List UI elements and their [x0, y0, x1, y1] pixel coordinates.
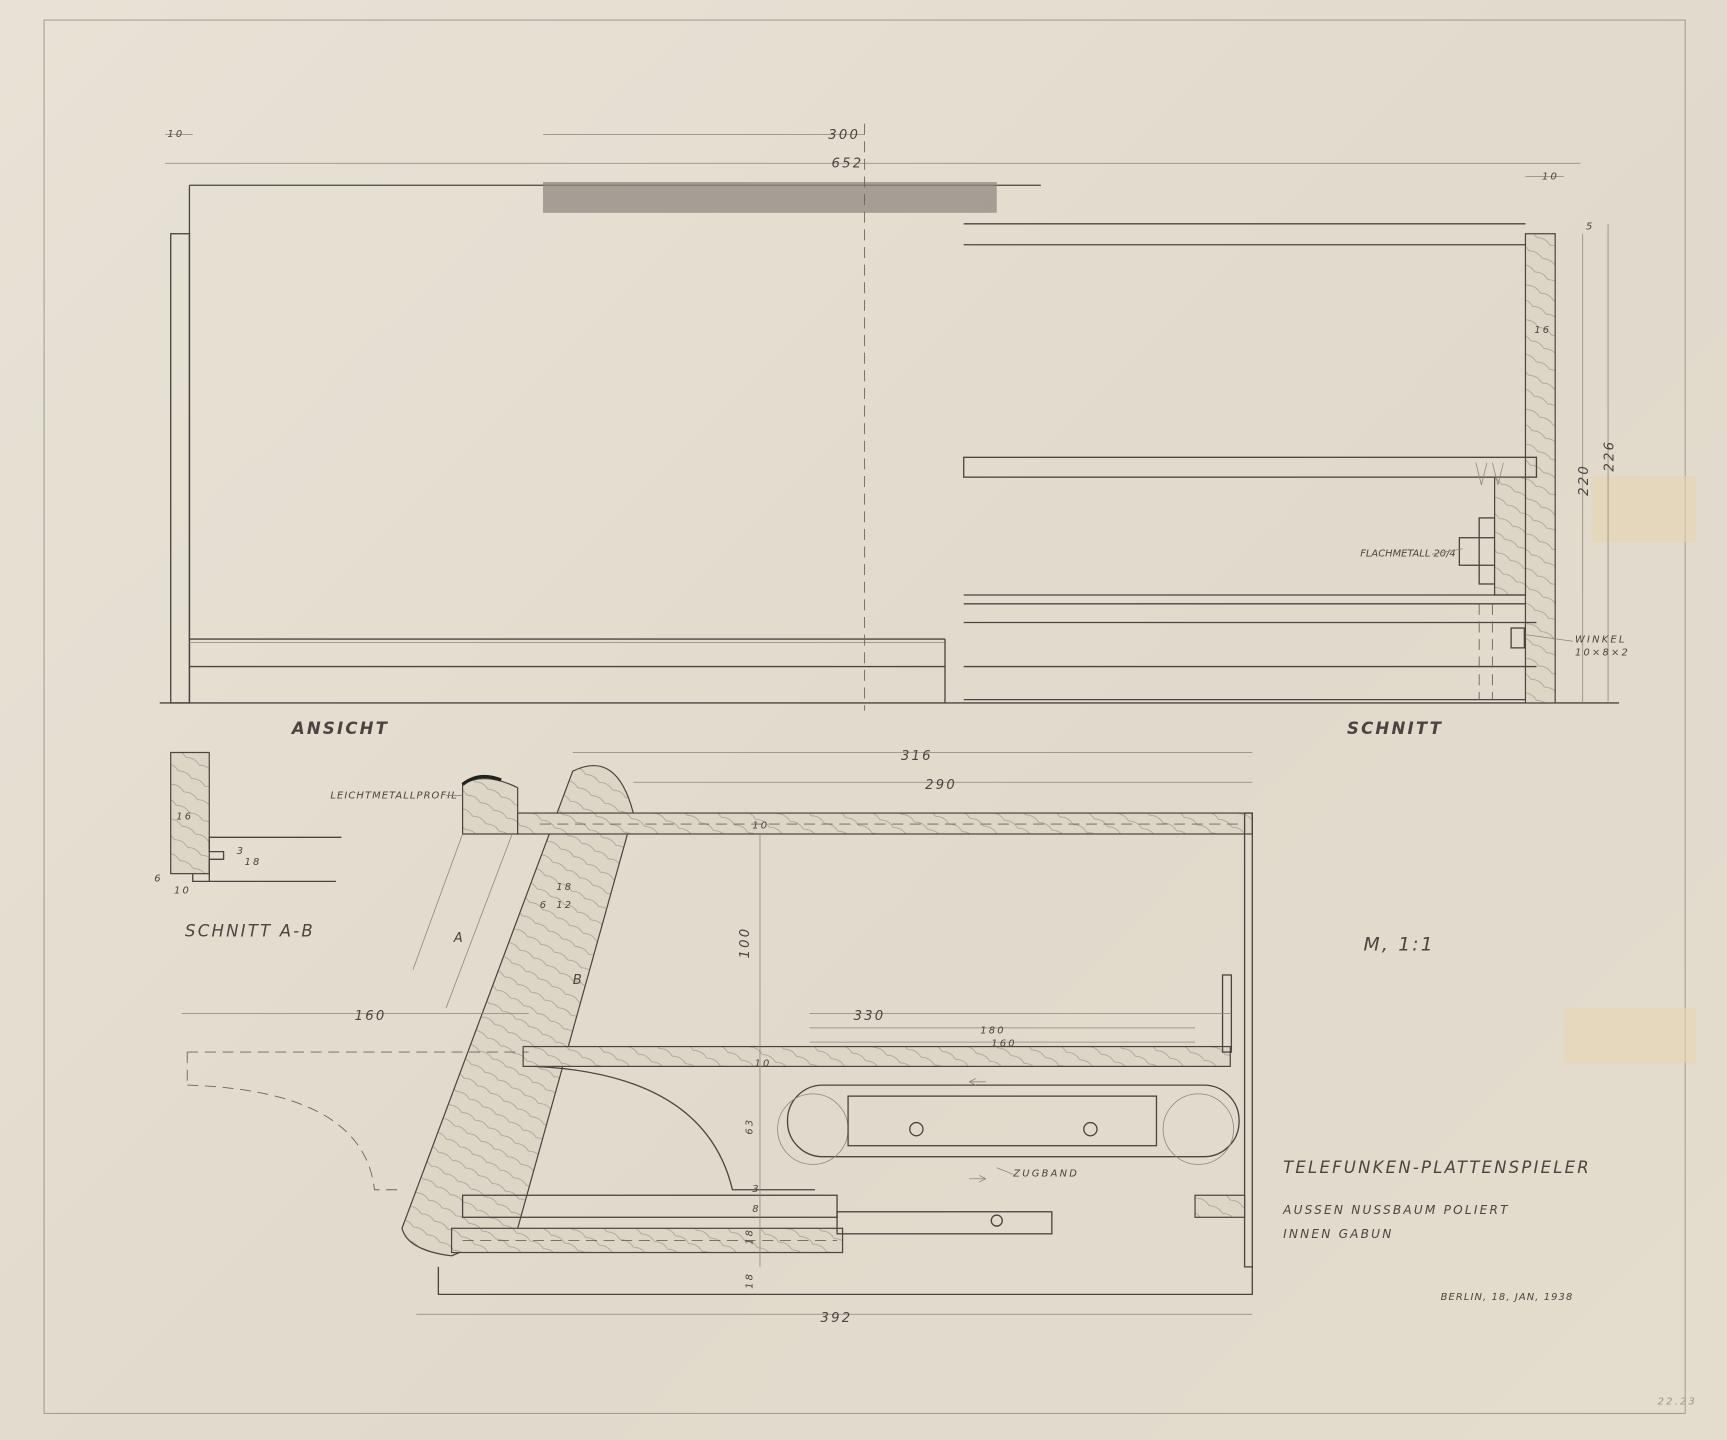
dim-18: 18 — [744, 1228, 755, 1245]
label-winkel-dim: 10×8×2 — [1575, 648, 1630, 659]
dim-63: 63 — [744, 1118, 755, 1135]
label-zugband: ZUGBAND — [1012, 1169, 1079, 1180]
dim-3: 3 — [752, 1184, 761, 1195]
top-dimensions: 652 300 10 10 5 16 220 226 FLACHMETALL 2… — [165, 128, 1630, 703]
label-winkel: WINKEL — [1575, 634, 1627, 645]
label-leichtmetallprofil: LEICHTMETALLPROFIL — [330, 791, 457, 802]
dim-160: 160 — [991, 1039, 1017, 1050]
dim-100: 100 — [738, 927, 753, 959]
plan-dimensions: 316 290 10 100 18 6 12 160 330 180 160 1… — [181, 749, 1253, 1326]
dim-226: 226 — [1603, 440, 1618, 472]
plan-section: A B LEICHTMETALLPROFIL ZUGBAND — [186, 764, 1253, 1296]
tape-mark — [1563, 1008, 1697, 1064]
tape-mark — [1591, 476, 1697, 543]
dim-10: 10 — [167, 129, 184, 140]
title-block: TELEFUNKEN-PLATTENSPIELER AUSSEN NUSSBAU… — [1282, 1158, 1697, 1408]
scale-label: M, 1:1 — [1364, 935, 1435, 956]
drawing-date: BERLIN, 18, JAN, 1938 — [1441, 1292, 1574, 1303]
drawing-title: TELEFUNKEN-PLATTENSPIELER — [1283, 1158, 1591, 1177]
label-flachmetall: FLACHMETALL 20/4 — [1360, 548, 1456, 559]
dim-16: 16 — [1534, 325, 1551, 336]
dim-290: 290 — [925, 778, 957, 793]
label-schnitt-ab: SCHNITT A-B — [185, 921, 315, 940]
dim-18: 18 — [744, 1272, 755, 1289]
dim-160: 160 — [355, 1009, 387, 1024]
label-ansicht: ANSICHT — [290, 719, 389, 738]
dim-16: 16 — [176, 812, 193, 823]
dim-10: 10 — [1542, 172, 1559, 183]
dim-220: 220 — [1577, 464, 1592, 496]
dim-3: 3 — [237, 846, 246, 857]
label-b: B — [573, 973, 584, 988]
material-inner: INNEN GABUN — [1283, 1227, 1393, 1241]
dim-300: 300 — [828, 128, 860, 143]
section-view — [963, 223, 1556, 704]
dim-10: 10 — [754, 1058, 771, 1069]
dim-316: 316 — [901, 749, 933, 764]
detail-section-ab: 16 10 6 3 18 SCHNITT A-B — [154, 751, 342, 940]
dim-8: 8 — [752, 1204, 761, 1215]
material-outer: AUSSEN NUSSBAUM POLIERT — [1282, 1203, 1510, 1217]
dim-18: 18 — [245, 857, 262, 868]
dim-6: 6 — [154, 873, 163, 884]
shaded-lid — [542, 181, 997, 213]
dim-330: 330 — [854, 1009, 886, 1024]
dim-392: 392 — [821, 1311, 853, 1326]
label-schnitt: SCHNITT — [1347, 719, 1443, 738]
dim-10: 10 — [174, 885, 191, 896]
dim-180: 180 — [980, 1025, 1006, 1036]
dim-12: 12 — [556, 900, 573, 911]
dim-5: 5 — [1586, 221, 1595, 232]
paper-border — [43, 19, 1686, 1414]
dim-10: 10 — [752, 820, 769, 831]
elevation-view — [159, 123, 1620, 711]
sheet-number: 22.23 — [1658, 1397, 1697, 1408]
dim-6: 6 — [540, 900, 549, 911]
label-a: A — [453, 931, 465, 946]
dim-652: 652 — [832, 157, 864, 172]
dim-18: 18 — [556, 882, 573, 893]
